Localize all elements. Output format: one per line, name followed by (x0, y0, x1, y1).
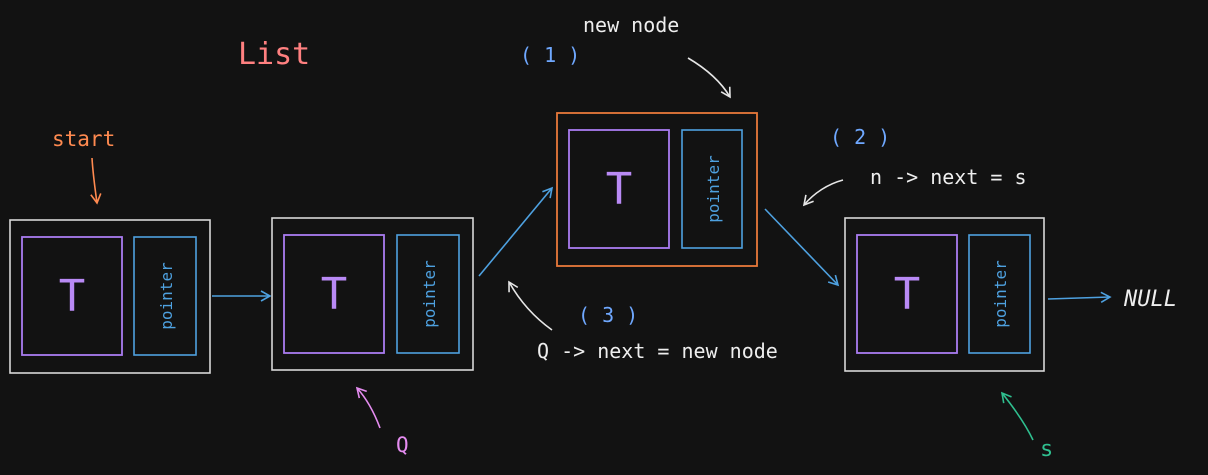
node-4: T pointer (844, 217, 1045, 372)
q-label: Q (396, 433, 409, 457)
s-label: s (1040, 437, 1053, 462)
step-1-label: ( 1 ) (520, 43, 580, 67)
diagram-title: List (238, 37, 310, 72)
new-node-data: T (606, 164, 633, 215)
node-4-pointer: pointer (991, 260, 1010, 328)
new-node-pointer: pointer (704, 155, 723, 223)
step-2-text: n -> next = s (870, 165, 1027, 189)
node-1-data-box (21, 236, 123, 356)
step-3-label: ( 3 ) (578, 303, 638, 327)
node-2-pointer: pointer (420, 260, 439, 328)
step-2-label: ( 2 ) (830, 125, 890, 149)
s-arrow (1000, 391, 1034, 441)
arrow-node4-null (1047, 291, 1112, 303)
new-node-label: new node (583, 13, 679, 37)
step-3-text: Q -> next = new node (537, 339, 778, 363)
node-1-data: T (59, 271, 86, 322)
q-arrow (355, 386, 381, 429)
node-2-pointer-box (396, 234, 460, 354)
arrow-node2-newnode (478, 186, 554, 277)
node-2: T pointer (271, 217, 474, 371)
new-node: T pointer (556, 112, 758, 267)
new-node-data-box (568, 129, 670, 249)
node-4-pointer-box (968, 234, 1031, 354)
node-4-data: T (894, 269, 921, 320)
arrow-newnode-node4 (764, 208, 840, 287)
new-node-arrow (687, 57, 731, 99)
new-node-pointer-box (681, 129, 743, 249)
node-1: T pointer (9, 219, 211, 374)
step-2-arrow (802, 179, 844, 207)
step-3-arrow (508, 280, 553, 331)
node-1-pointer: pointer (157, 262, 176, 330)
start-arrow (90, 157, 102, 205)
start-label: start (52, 127, 115, 151)
node-1-pointer-box (133, 236, 197, 356)
node-4-data-box (856, 234, 958, 354)
node-2-data: T (321, 269, 348, 320)
node-2-data-box (283, 234, 385, 354)
null-label: NULL (1123, 287, 1177, 312)
